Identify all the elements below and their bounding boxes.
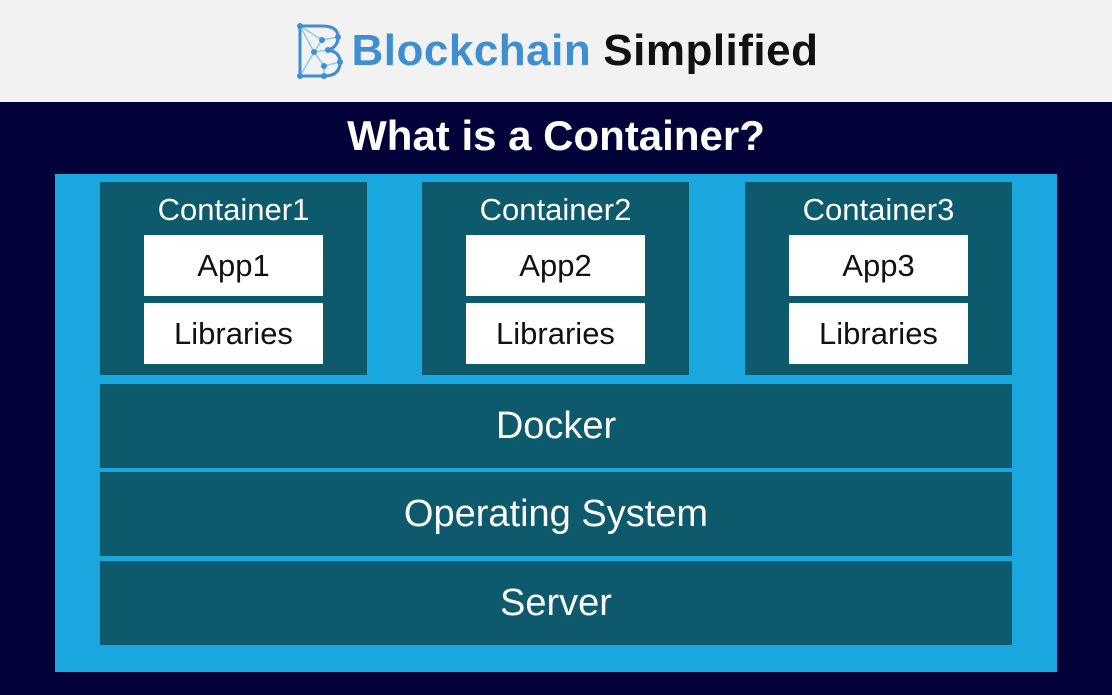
layer-operating-system: Operating System xyxy=(100,472,1012,556)
container-box-3: Container3 App3 Libraries xyxy=(745,182,1012,375)
app-cell: App3 xyxy=(789,235,968,296)
container-label: Container1 xyxy=(157,192,310,227)
container-box-2: Container2 App2 Libraries xyxy=(422,182,689,375)
brand-secondary-text: Simplified xyxy=(603,26,819,75)
libraries-cell: Libraries xyxy=(789,303,968,364)
layer-server: Server xyxy=(100,561,1012,645)
blockchain-network-b-icon xyxy=(296,23,343,79)
container-box-1: Container1 App1 Libraries xyxy=(100,182,367,375)
container-stack: Container1 App1 Libraries Container2 App… xyxy=(55,174,1057,672)
libraries-cell: Libraries xyxy=(466,303,645,364)
layer-docker: Docker xyxy=(100,384,1012,468)
diagram-panel: What is a Container? Container1 App1 Lib… xyxy=(0,102,1112,695)
libraries-cell: Libraries xyxy=(144,303,323,364)
app-cell: App2 xyxy=(466,235,645,296)
container-label: Container2 xyxy=(479,192,632,227)
brand-primary-text: Blockchain xyxy=(351,26,592,75)
app-cell: App1 xyxy=(144,235,323,296)
container-label: Container3 xyxy=(802,192,955,227)
diagram-title: What is a Container? xyxy=(347,112,765,159)
